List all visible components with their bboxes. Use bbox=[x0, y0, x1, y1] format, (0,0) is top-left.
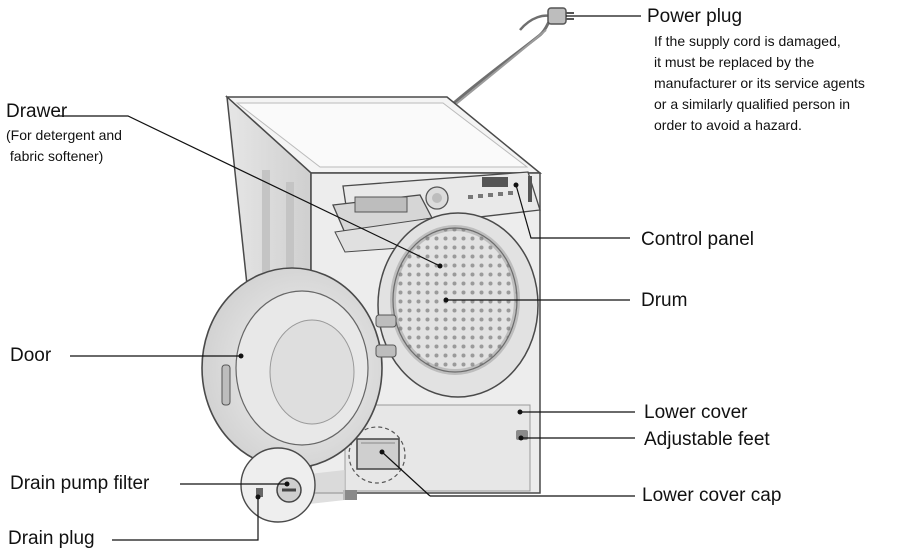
door-label: Door bbox=[10, 345, 52, 366]
adjustable-feet-label: Adjustable feet bbox=[644, 429, 770, 450]
drawer-label: Drawer bbox=[6, 101, 68, 122]
lower-cover-cap-label: Lower cover cap bbox=[642, 485, 782, 506]
power-plug-note-line: or a similarly qualified person in bbox=[654, 96, 851, 112]
drain-pump-filter-label: Drain pump filter bbox=[10, 473, 150, 494]
leader-dots bbox=[238, 182, 524, 500]
control-panel-label: Control panel bbox=[641, 229, 755, 250]
lower-cover-label: Lower cover bbox=[644, 402, 748, 423]
drain-pump-filter-inset bbox=[240, 447, 345, 523]
power-plug-note-line: order to avoid a hazard. bbox=[654, 117, 802, 133]
drawer-note-line: fabric softener) bbox=[6, 148, 104, 164]
power-plug-note: If the supply cord is damaged, it must b… bbox=[654, 31, 865, 136]
power-plug-note-line: If the supply cord is damaged, bbox=[654, 33, 841, 49]
drawer-note: (For detergent and fabric softener) bbox=[6, 125, 122, 167]
open-door bbox=[201, 267, 397, 469]
drum-label: Drum bbox=[641, 290, 688, 311]
power-plug-label: Power plug bbox=[647, 6, 743, 27]
leader-lines bbox=[58, 15, 641, 541]
power-plug-note-line: manufacturer or its service agents bbox=[654, 75, 865, 91]
power-plug-note-line: it must be replaced by the bbox=[654, 54, 815, 70]
drain-plug-label: Drain plug bbox=[8, 528, 95, 549]
power-cord bbox=[447, 14, 556, 110]
drum bbox=[377, 212, 539, 398]
drawer-note-line: (For detergent and bbox=[6, 127, 122, 143]
